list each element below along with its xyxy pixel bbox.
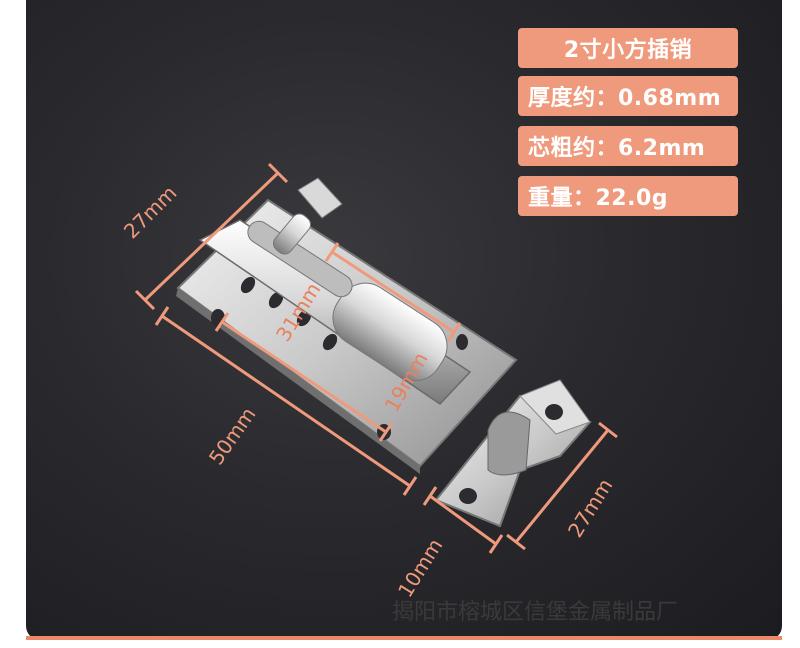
manufacturer-footer: 揭阳市榕城区信堡金属制品厂: [392, 600, 679, 625]
product-title-badge: 2寸小方插销: [518, 28, 738, 68]
weight-badge: 重量：22.0g: [518, 176, 738, 216]
dimension-lines: [134, 162, 618, 554]
thickness-badge: 厚度约：0.68mm: [518, 76, 738, 116]
bolt-knob: [272, 177, 343, 255]
core-diameter-badge: 芯粗约：6.2mm: [518, 126, 738, 166]
accent-bar: [26, 636, 782, 640]
bolt-keeper: [434, 379, 592, 528]
